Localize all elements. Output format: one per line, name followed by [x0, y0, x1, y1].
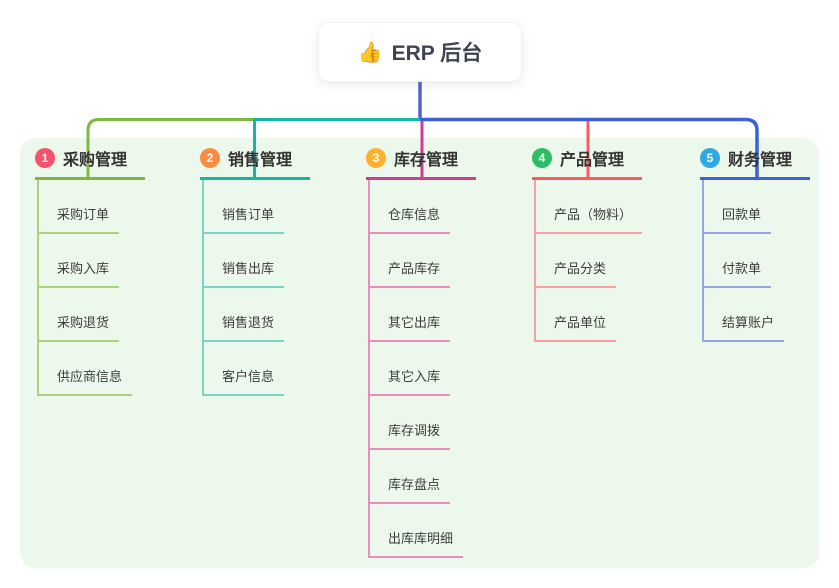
- branch-purchase: 1 采购管理 采购订单 采购入库 采购退货 供应商信息: [35, 146, 145, 396]
- branch-label: 产品管理: [560, 152, 625, 169]
- node-label[interactable]: 产品单位: [536, 312, 617, 342]
- node-label[interactable]: 产品（物料）: [536, 204, 643, 234]
- list-item: 客户信息: [204, 342, 310, 396]
- branch-children: 产品（物料） 产品分类 产品单位: [534, 180, 643, 342]
- mindmap-canvas: [20, 138, 819, 568]
- branch-label: 库存管理: [394, 152, 459, 169]
- list-item: 采购入库: [39, 234, 145, 288]
- node-label[interactable]: 付款单: [704, 258, 772, 288]
- list-item: 销售出库: [204, 234, 310, 288]
- branch-label: 销售管理: [228, 152, 293, 169]
- node-label[interactable]: 结算账户: [704, 312, 785, 342]
- node-label[interactable]: 库存调拨: [370, 420, 451, 450]
- list-item: 供应商信息: [39, 342, 145, 396]
- list-item: 其它入库: [370, 342, 476, 396]
- list-item: 出库库明细: [370, 504, 476, 558]
- branch-header-inventory[interactable]: 3 库存管理: [366, 146, 476, 180]
- branch-children: 销售订单 销售出库 销售退货 客户信息: [202, 180, 310, 396]
- node-label[interactable]: 其它出库: [370, 312, 451, 342]
- branch-badge: 2: [200, 148, 220, 168]
- list-item: 采购订单: [39, 180, 145, 234]
- branch-children: 仓库信息 产品库存 其它出库 其它入库 库存调拨 库存盘点 出库库明细: [368, 180, 476, 558]
- node-label[interactable]: 供应商信息: [39, 366, 133, 396]
- branch-children: 采购订单 采购入库 采购退货 供应商信息: [37, 180, 145, 396]
- list-item: 库存调拨: [370, 396, 476, 450]
- list-item: 其它出库: [370, 288, 476, 342]
- list-item: 产品（物料）: [536, 180, 643, 234]
- node-label[interactable]: 其它入库: [370, 366, 451, 396]
- list-item: 仓库信息: [370, 180, 476, 234]
- branch-finance: 5 财务管理 回款单 付款单 结算账户: [700, 146, 810, 342]
- branch-children: 回款单 付款单 结算账户: [702, 180, 810, 342]
- node-label[interactable]: 客户信息: [204, 366, 285, 396]
- node-label[interactable]: 回款单: [704, 204, 772, 234]
- node-label[interactable]: 销售退货: [204, 312, 285, 342]
- branch-badge: 4: [532, 148, 552, 168]
- branch-product: 4 产品管理 产品（物料） 产品分类 产品单位: [532, 146, 643, 342]
- list-item: 回款单: [704, 180, 810, 234]
- node-label[interactable]: 仓库信息: [370, 204, 451, 234]
- thumbs-up-icon: 👍: [357, 41, 383, 64]
- node-label[interactable]: 采购入库: [39, 258, 120, 288]
- branch-header-product[interactable]: 4 产品管理: [532, 146, 642, 180]
- branch-badge: 1: [35, 148, 55, 168]
- list-item: 结算账户: [704, 288, 810, 342]
- list-item: 产品分类: [536, 234, 642, 288]
- list-item: 采购退货: [39, 288, 145, 342]
- list-item: 销售订单: [204, 180, 310, 234]
- node-label[interactable]: 产品库存: [370, 258, 451, 288]
- node-label[interactable]: 销售出库: [204, 258, 285, 288]
- branch-label: 采购管理: [63, 152, 128, 169]
- node-label[interactable]: 采购退货: [39, 312, 120, 342]
- node-label[interactable]: 产品分类: [536, 258, 617, 288]
- branch-sales: 2 销售管理 销售订单 销售出库 销售退货 客户信息: [200, 146, 310, 396]
- node-label[interactable]: 采购订单: [39, 204, 120, 234]
- list-item: 产品单位: [536, 288, 642, 342]
- branch-badge: 5: [700, 148, 720, 168]
- branch-inventory: 3 库存管理 仓库信息 产品库存 其它出库 其它入库 库存调拨 库存盘点 出库库…: [366, 146, 476, 558]
- branch-badge: 3: [366, 148, 386, 168]
- branch-header-finance[interactable]: 5 财务管理: [700, 146, 810, 180]
- list-item: 产品库存: [370, 234, 476, 288]
- node-label[interactable]: 出库库明细: [370, 528, 464, 558]
- list-item: 销售退货: [204, 288, 310, 342]
- list-item: 库存盘点: [370, 450, 476, 504]
- branch-header-sales[interactable]: 2 销售管理: [200, 146, 310, 180]
- root-node-erp[interactable]: 👍 ERP 后台: [318, 22, 522, 82]
- branch-header-purchase[interactable]: 1 采购管理: [35, 146, 145, 180]
- list-item: 付款单: [704, 234, 810, 288]
- branch-label: 财务管理: [728, 152, 793, 169]
- node-label[interactable]: 销售订单: [204, 204, 285, 234]
- root-node-label: ERP 后台: [391, 42, 483, 65]
- node-label[interactable]: 库存盘点: [370, 474, 451, 504]
